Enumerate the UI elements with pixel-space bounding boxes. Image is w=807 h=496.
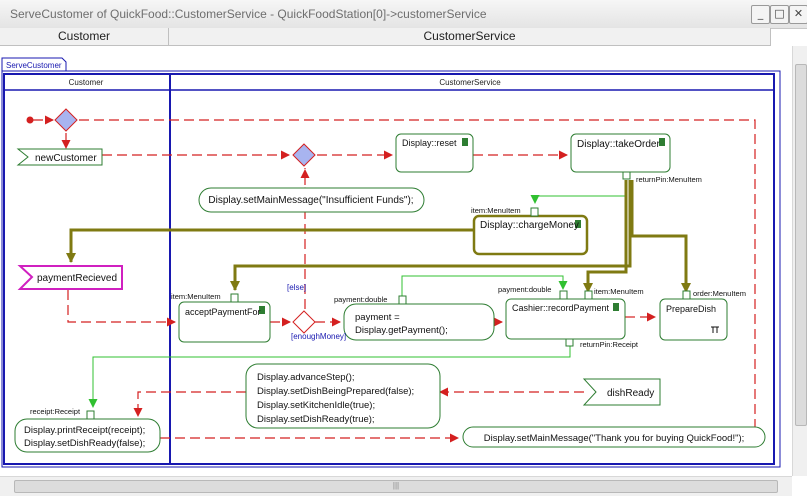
- call-icon: [613, 303, 619, 311]
- frame-label: ServeCustomer: [6, 61, 62, 70]
- cashier-recordpayment-label: Cashier::recordPayment: [512, 303, 610, 313]
- pin-receipt-receipt-label: receipt:Receipt: [30, 407, 81, 416]
- flow-payment-to-accept: [67, 290, 176, 327]
- objflow-payment-to-record: [401, 275, 568, 296]
- olive-takeorder-to-accept: [230, 180, 632, 291]
- acceptpaymentfor-label: acceptPaymentFor: [185, 307, 261, 317]
- pin-item-menu-accept[interactable]: [230, 293, 239, 303]
- pin-payment-double-2[interactable]: [559, 290, 568, 300]
- vertical-scroll-thumb[interactable]: [795, 64, 807, 426]
- action-display-reset[interactable]: [395, 133, 474, 173]
- subactivity-icon: [711, 326, 719, 333]
- insufficient-funds-label: Display.setMainMessage("Insufficient Fun…: [208, 195, 413, 206]
- call-icon: [462, 138, 468, 146]
- horizontal-scrollbar[interactable]: |||: [0, 476, 792, 496]
- pin-receipt-receipt[interactable]: [86, 410, 95, 420]
- thank-you-label: Display.setMainMessage("Thank you for bu…: [484, 433, 745, 444]
- call-icon: [575, 220, 581, 228]
- payment-assign-line2: Display.getPayment();: [355, 325, 448, 336]
- olive-charge-to-payment: [66, 228, 474, 263]
- objflow-receipt-to-print: [88, 346, 571, 408]
- column-header-customerservice[interactable]: CustomerService: [169, 28, 771, 46]
- display-reset-label: Display::reset: [402, 138, 457, 148]
- pin-payment-double-2-label: payment:double: [498, 285, 551, 294]
- initial-node[interactable]: [26, 116, 34, 124]
- pin-item-menu-charge-label: item:MenuItem: [471, 206, 521, 215]
- call-icon: [259, 306, 265, 314]
- objflow-returnpin-to-charge: [530, 180, 627, 204]
- pin-item-menu-record-label: item:MenuItem: [594, 287, 644, 296]
- action-advance-step[interactable]: [245, 363, 441, 429]
- preparedish-label: PrepareDish: [666, 304, 716, 314]
- pin-returnpin-menu[interactable]: [622, 171, 631, 180]
- advance-line1: Display.advanceStep();: [257, 372, 355, 383]
- frame-border: [1, 70, 781, 468]
- pin-order-menu[interactable]: [682, 290, 691, 300]
- display-takeorder-label: Display::takeOrder: [577, 139, 660, 150]
- diagram-canvas: ServeCustomer Customer CustomerService: [0, 46, 792, 476]
- partition-frame: [3, 73, 775, 465]
- dishready-label: dishReady: [607, 388, 654, 399]
- close-button[interactable]: ✕: [789, 5, 807, 24]
- pin-order-menu-label: order:MenuItem: [693, 289, 746, 298]
- pin-item-menu-charge[interactable]: [530, 207, 539, 217]
- accept-event-newcustomer[interactable]: [16, 148, 103, 166]
- call-icon: [659, 138, 665, 146]
- flow-advance-to-print: [133, 391, 246, 417]
- pin-item-menu-record[interactable]: [584, 290, 593, 300]
- action-insufficient-funds[interactable]: [198, 187, 425, 213]
- olive-takeorder-to-prepare: [630, 180, 691, 293]
- window-title: ServeCustomer of QuickFood::CustomerServ…: [10, 7, 487, 21]
- flow-loop-back: [79, 119, 756, 438]
- action-getpayment[interactable]: [343, 303, 495, 341]
- display-chargemoney-label: Display::chargeMoney: [480, 220, 579, 231]
- newcustomer-label: newCustomer: [35, 153, 97, 164]
- action-acceptpaymentfor[interactable]: [178, 301, 271, 343]
- action-thank-you[interactable]: [462, 426, 766, 448]
- action-preparedish[interactable]: [659, 298, 728, 341]
- pin-returnpin-receipt[interactable]: [565, 338, 574, 347]
- olive-takeorder-to-record: [583, 180, 628, 293]
- advance-line4: Display.setDishReady(true);: [257, 414, 375, 425]
- activity-diagram: ServeCustomer Customer CustomerService: [1, 57, 781, 468]
- maximize-button[interactable]: □: [770, 5, 789, 24]
- payment-assign-line1: payment =: [355, 312, 400, 323]
- print-line2: Display.setDishReady(false);: [24, 438, 145, 449]
- guard-enough-money: [enoughMoney]: [291, 332, 346, 341]
- decision-node-top[interactable]: [292, 143, 316, 167]
- partition-customerservice: CustomerService: [439, 78, 501, 87]
- pin-returnpin-menu-label: returnPin:MenuItem: [636, 175, 702, 184]
- merge-node[interactable]: [54, 108, 78, 132]
- guard-else: [else]: [287, 283, 306, 292]
- advance-line3: Display.setKitchenIdle(true);: [257, 400, 375, 411]
- decision-node-payment[interactable]: [292, 310, 316, 334]
- pin-item-menu-accept-label: item:MenuItem: [171, 292, 221, 301]
- pin-payment-double-1-label: payment:double: [334, 295, 387, 304]
- column-header-customer[interactable]: Customer: [0, 28, 169, 46]
- accept-event-paymentrecieved[interactable]: [17, 265, 123, 290]
- vertical-scrollbar[interactable]: [792, 46, 807, 476]
- pin-returnpin-receipt-label: returnPin:Receipt: [580, 340, 639, 349]
- minimize-button[interactable]: _: [751, 5, 770, 24]
- paymentrecieved-label: paymentRecieved: [37, 273, 117, 284]
- advance-line2: Display.setDishBeingPrepared(false);: [257, 386, 414, 397]
- horizontal-scroll-thumb[interactable]: |||: [14, 480, 778, 493]
- accept-event-dishready[interactable]: [582, 378, 661, 406]
- title-bar: ServeCustomer of QuickFood::CustomerServ…: [0, 0, 807, 29]
- action-display-takeorder[interactable]: [570, 133, 671, 173]
- print-line1: Display.printReceipt(receipt);: [24, 425, 145, 436]
- partition-customer: Customer: [69, 78, 104, 87]
- pin-payment-double-1[interactable]: [398, 295, 407, 305]
- frame-tab: [1, 57, 67, 72]
